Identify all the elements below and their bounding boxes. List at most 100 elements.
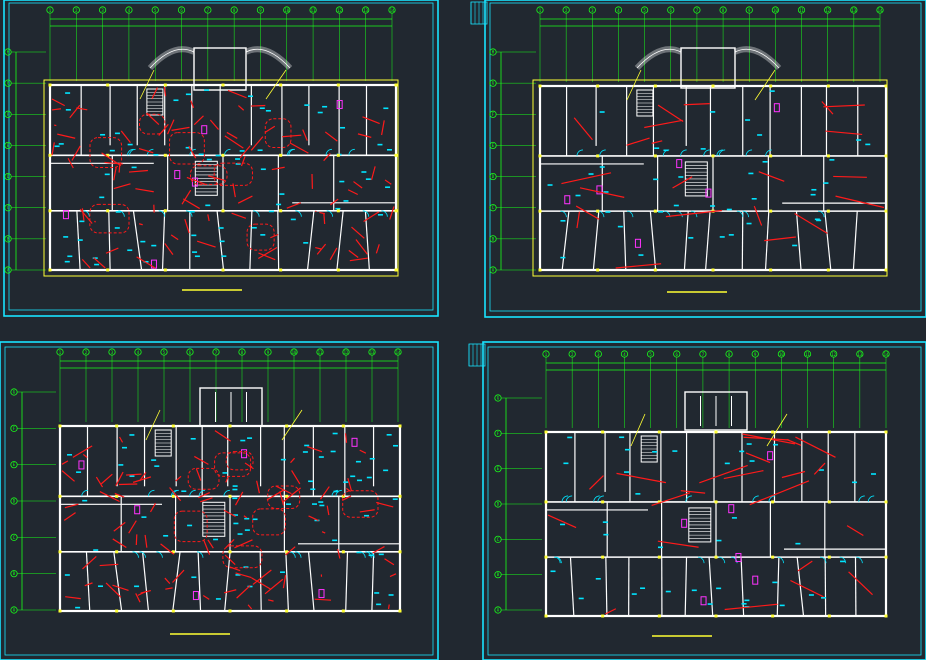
partition-wall (161, 210, 166, 271)
column-marker (771, 555, 775, 559)
wiring-run (51, 98, 65, 107)
wiring-run (169, 487, 182, 502)
light-fixture (114, 227, 120, 229)
column-marker (601, 614, 605, 618)
wiring-run (247, 604, 253, 610)
column-marker (771, 430, 775, 434)
light-fixture (104, 173, 110, 176)
wiring-run (167, 119, 175, 135)
wiring-run (723, 470, 764, 480)
column-marker (171, 550, 175, 554)
partition-wall (216, 210, 225, 271)
grid-label-column: 13 (363, 8, 368, 13)
wiring-run (181, 189, 192, 205)
wiring-run (99, 563, 119, 567)
wiring-run (264, 125, 276, 134)
wiring-run (224, 554, 236, 566)
sheet-inner-frame (487, 346, 922, 656)
grid-label-column: 12 (825, 8, 830, 13)
grid-label-row: A (497, 608, 500, 613)
column-marker (279, 209, 283, 213)
grid-label-column: 7 (207, 8, 210, 13)
partition-wall (649, 211, 657, 271)
partition-wall (708, 557, 714, 617)
wiring-run (256, 480, 260, 494)
wiring-run (348, 249, 359, 258)
light-fixture (303, 242, 309, 244)
light-fixture (673, 204, 679, 207)
door-swing (295, 210, 302, 217)
wiring-run (329, 247, 338, 261)
light-fixture (215, 154, 221, 157)
entrance-block (193, 47, 247, 91)
door-swing (560, 210, 567, 218)
column-marker (826, 209, 830, 213)
wiring-loop (190, 165, 228, 185)
grid-label-column: 9 (259, 8, 262, 13)
light-fixture (218, 227, 224, 229)
light-fixture (192, 251, 198, 253)
light-fixture (547, 184, 553, 186)
grid-label-column: 9 (748, 8, 751, 13)
wiring-run (223, 589, 237, 594)
light-fixture (339, 180, 345, 183)
column-marker (279, 83, 283, 87)
wiring-run (63, 512, 76, 521)
partition-wall (824, 211, 832, 271)
grid-label-row: F (7, 112, 10, 117)
wiring-run (170, 234, 179, 241)
wiring-run (362, 116, 380, 125)
door-swing (289, 551, 296, 558)
light-fixture (746, 222, 752, 225)
wiring-run (171, 126, 190, 131)
light-fixture (599, 166, 605, 168)
column-marker (171, 609, 175, 613)
partition-wall (307, 551, 315, 612)
door-swing (777, 556, 784, 564)
grid-label-row: E (13, 462, 16, 467)
door-swing (819, 556, 827, 564)
light-fixture (741, 603, 747, 605)
light-fixture (189, 210, 195, 213)
light-fixture (92, 257, 98, 259)
grid-label-column: 2 (85, 350, 88, 355)
column-marker (884, 500, 888, 504)
light-fixture (810, 193, 816, 196)
partition-wall (249, 210, 253, 271)
column-marker (398, 550, 402, 554)
light-fixture (114, 132, 120, 135)
wiring-run (112, 584, 129, 591)
light-fixture (657, 546, 663, 549)
leader-line (630, 413, 646, 447)
light-fixture (109, 149, 115, 152)
grid-label-row: E (497, 466, 500, 471)
column-marker (538, 84, 542, 88)
door-swing (198, 489, 206, 497)
wiring-run (251, 577, 271, 590)
light-fixture (265, 109, 271, 112)
wiring-run (195, 468, 202, 481)
entrance-block (680, 47, 736, 89)
light-fixture (79, 220, 85, 223)
door-swing (856, 556, 863, 564)
light-fixture (751, 197, 757, 200)
column-marker (285, 609, 289, 613)
grid-label-column: 3 (591, 8, 594, 13)
light-fixture (244, 529, 250, 531)
door-swing (348, 148, 355, 156)
column-marker (711, 268, 715, 272)
column-marker (827, 500, 831, 504)
grid-label-column: 14 (396, 350, 401, 355)
wiring-run (113, 167, 117, 181)
light-fixture (304, 444, 310, 447)
wiring-run (848, 571, 873, 596)
grid-label-column: 2 (565, 8, 568, 13)
wiring-run (753, 205, 763, 226)
column-marker (106, 83, 110, 87)
